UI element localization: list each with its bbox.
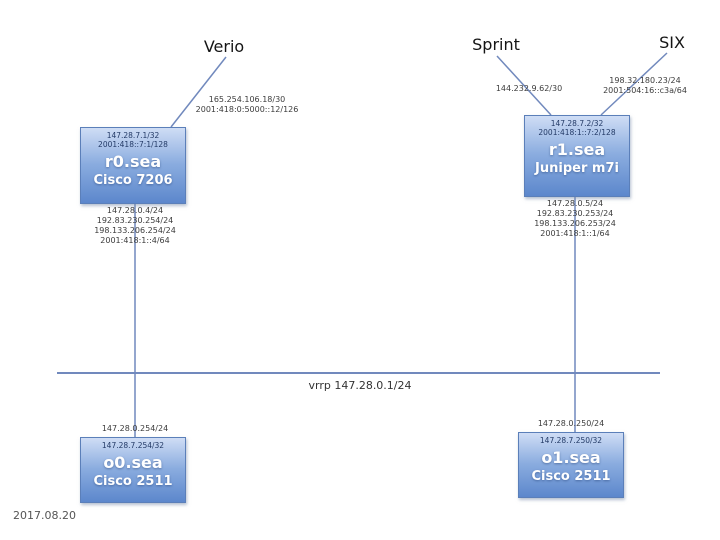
o0-lan-address: 147.28.0.254/24 [83,424,187,434]
o1-lan-address: 147.28.0.250/24 [519,419,623,429]
o1-hostname: o1.sea [541,448,601,467]
console-node-o0: 147.28.7.254/32 o0.sea Cisco 2511 [80,437,186,503]
router-node-r1: 147.28.7.2/32 2001:418:1::7:2/128 r1.sea… [524,115,630,197]
uplink-label-sprint: Sprint [472,35,520,54]
ip-address: 2001:418:1::7:2/128 [538,128,616,137]
ip-address: 147.28.7.1/32 [106,131,160,140]
ip-address: 165.254.106.18/30 [208,95,286,104]
link-verio-r0 [170,56,227,128]
r0-hostname: r0.sea [104,152,162,171]
ip-address: 144.232.9.62/30 [495,84,563,93]
o1-model: Cisco 2511 [531,469,611,484]
o0-model: Cisco 2511 [93,474,173,489]
ip-address: 2001:504:16::c3a/64 [603,86,687,95]
date-stamp: 2017.08.20 [13,509,76,522]
ip-address: 198.133.206.254/24 [94,226,176,235]
r0-lan-addresses: 147.28.0.4/24 192.83.230.254/24 198.133.… [83,206,187,246]
r0-model: Cisco 7206 [93,173,173,188]
o0-loopback-address: 147.28.7.254/32 [81,438,185,450]
ip-address: 147.28.7.254/32 [101,441,165,450]
r1-hostname: r1.sea [548,140,606,159]
console-node-o1: 147.28.7.250/32 o1.sea Cisco 2511 [518,432,624,498]
link-sprint-r1 [496,55,552,116]
o0-hostname: o0.sea [103,453,163,472]
ip-address: 192.83.230.254/24 [96,216,174,225]
ip-address: 147.28.7.2/32 [550,119,604,128]
ip-address: 2001:418:1::4/64 [100,236,170,245]
ip-address: 2001:418:0:5000::12/126 [195,105,299,114]
ip-address: 198.32.180.23/24 [609,76,681,85]
ip-address: 198.133.206.253/24 [534,219,616,228]
ip-address: 147.28.0.250/24 [537,419,605,428]
verio-link-addresses: 165.254.106.18/30 2001:418:0:5000::12/12… [186,95,308,115]
six-link-addresses: 198.32.180.23/24 2001:504:16::c3a/64 [592,76,698,96]
ip-address: 147.28.7.250/32 [539,436,603,445]
ip-address: 2001:418::7:1/128 [98,140,168,149]
r1-model: Juniper m7i [535,161,619,176]
uplink-label-verio: Verio [203,37,245,56]
link-six-r1 [600,52,668,116]
uplink-label-six: SIX [659,33,685,52]
router-node-r0: 147.28.7.1/32 2001:418::7:1/128 r0.sea C… [80,127,186,204]
vrrp-bus-label: vrrp 147.28.0.1/24 [308,379,412,392]
r1-loopback-addresses: 147.28.7.2/32 2001:418:1::7:2/128 [525,116,629,137]
o1-loopback-address: 147.28.7.250/32 [519,433,623,445]
ip-address: 147.28.0.5/24 [546,199,604,208]
r0-loopback-addresses: 147.28.7.1/32 2001:418::7:1/128 [81,128,185,149]
r1-lan-addresses: 147.28.0.5/24 192.83.230.253/24 198.133.… [523,199,627,239]
sprint-link-addresses: 144.232.9.62/30 [492,84,566,94]
ip-address: 147.28.0.4/24 [106,206,164,215]
ip-address: 147.28.0.254/24 [101,424,169,433]
ip-address: 2001:418:1::1/64 [540,229,610,238]
ip-address: 192.83.230.253/24 [536,209,614,218]
